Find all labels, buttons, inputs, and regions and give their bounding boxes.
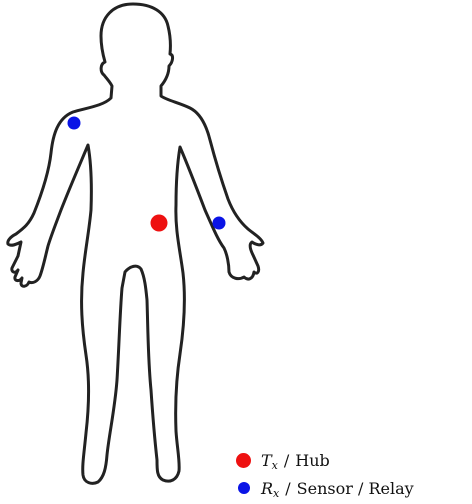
rx-symbol: Rx [261,479,279,498]
rx-marker-wrist [213,217,226,230]
tx-symbol: Tx [261,451,278,470]
legend-separator: / [284,451,289,470]
rx-marker-upper-arm [68,117,81,130]
legend: Tx / Hub Rx / Sensor / Relay [236,448,472,502]
legend-item-tx: Tx / Hub [236,448,330,472]
tx-label: Hub [295,451,330,470]
tx-legend-dot-icon [236,453,251,468]
legend-item-rx: Rx / Sensor / Relay [236,476,414,500]
legend-separator: / [285,479,290,498]
tx-marker-abdomen [151,215,168,232]
rx-label: Sensor / Relay [297,479,414,498]
rx-legend-dot-icon [238,482,250,494]
human-body-outline-icon [8,4,263,483]
